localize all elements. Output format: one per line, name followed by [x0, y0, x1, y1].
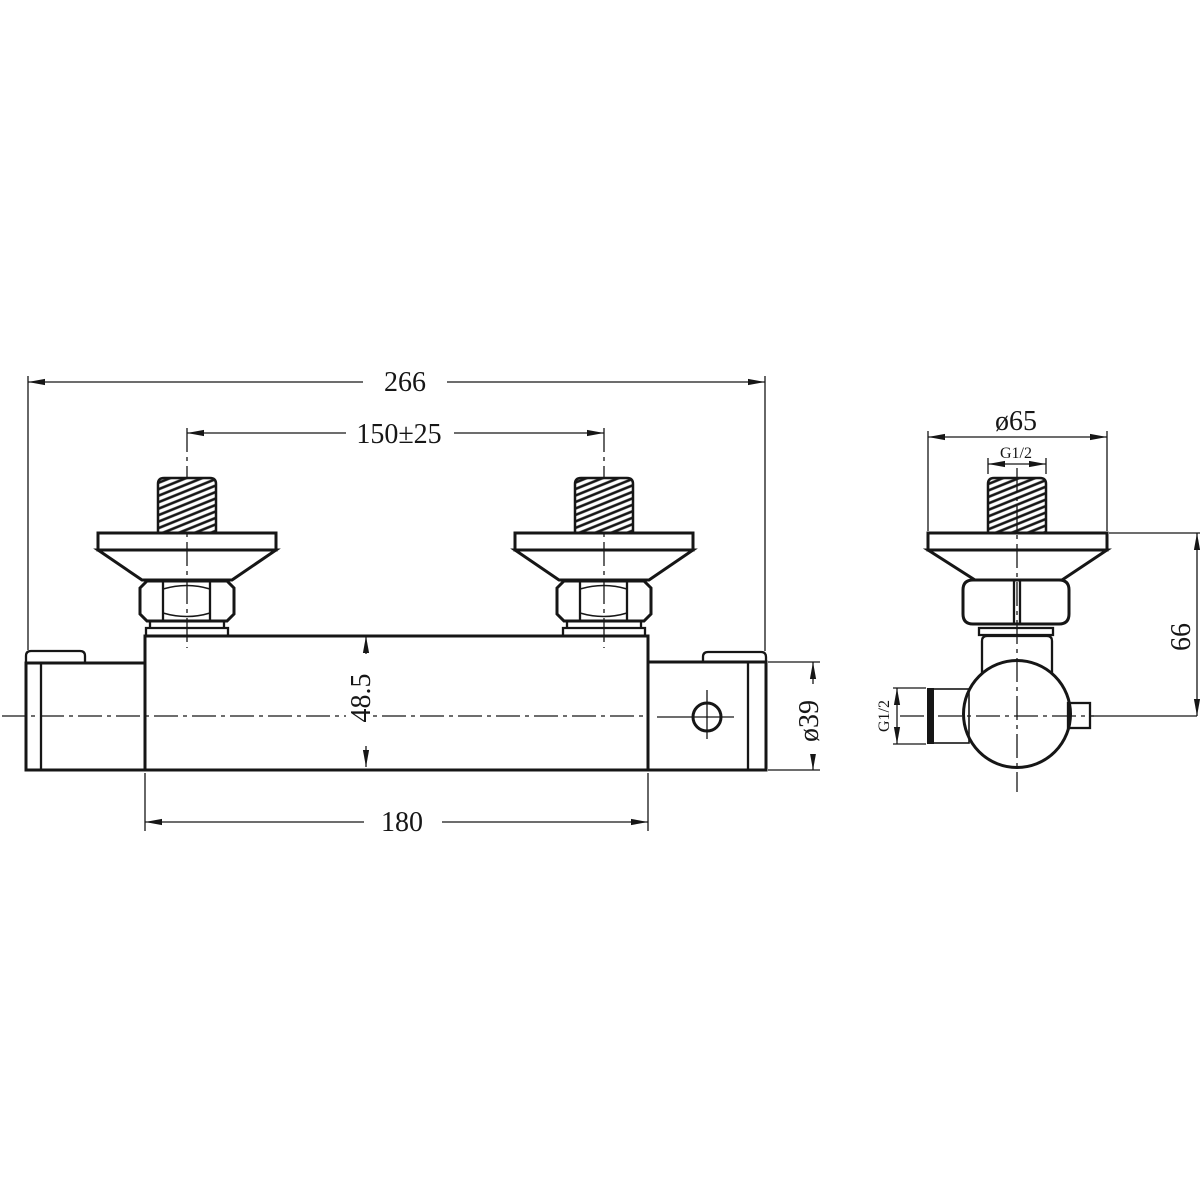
left-inlet-threaded-stud — [156, 476, 218, 535]
right-inlet-nut-facets — [578, 579, 629, 623]
dim-180-text-gap — [364, 808, 442, 835]
dim-266-text-gap — [363, 368, 447, 395]
dim-66-extension-lines — [1090, 532, 1200, 717]
left-inlet-nut-facets — [161, 579, 212, 623]
left-inlet-flange — [93, 531, 281, 582]
side-view: ø65 G1/2 66 G1/2 — [876, 406, 1200, 792]
left-inlet-assembly — [93, 428, 281, 648]
side-threaded-stud — [986, 476, 1048, 535]
front-view: 266 150±25 48.5 180 ø39 — [2, 367, 825, 838]
dim-65-extension-lines — [927, 431, 1108, 531]
dim-body-diameter: 48.5 — [346, 636, 377, 767]
dim-150-text-gap — [346, 420, 454, 446]
dim-outlet-thread: G1/2 — [876, 687, 926, 745]
left-inlet-nut — [138, 579, 236, 623]
dim-body-diameter-text: 48.5 — [346, 674, 377, 723]
dim-end-cap-diameter-text: ø39 — [794, 700, 825, 742]
right-inlet-washers — [561, 619, 647, 638]
dim-outlet-height-text: 66 — [1166, 623, 1197, 651]
dim-body-length-text: 180 — [381, 807, 423, 838]
valve-body — [143, 634, 650, 772]
right-knob — [646, 660, 768, 772]
side-nut-facet-lines — [1012, 579, 1022, 625]
dim-outlet-height: 66 — [1090, 532, 1200, 717]
dim-outlet-thread-text: G1/2 — [876, 700, 893, 732]
side-washer — [977, 626, 1055, 637]
left-knob-lip — [24, 649, 87, 665]
right-knob-lip — [701, 650, 768, 664]
dim-body-length: 180 — [144, 773, 649, 838]
dim-end-cap-diameter: ø39 — [768, 661, 825, 771]
right-inlet-nut-chamfer-arcs — [579, 584, 628, 618]
right-inlet-assembly — [510, 428, 698, 648]
dim-inlet-spacing: 150±25 — [187, 419, 604, 450]
left-inlet-nut-chamfer-arcs — [162, 584, 211, 618]
dim-overall-width-text: 266 — [384, 367, 426, 398]
right-inlet-flange — [510, 531, 698, 582]
right-knob-hole-crosshair — [657, 690, 734, 739]
dim-39-text-gap — [794, 684, 820, 754]
dim-inlet-thread: G1/2 — [987, 445, 1047, 474]
side-nut — [961, 578, 1071, 626]
right-inlet-threaded-stud — [573, 476, 635, 535]
dim-48-text-gap — [346, 654, 372, 746]
dim-flange-diameter-text: ø65 — [995, 406, 1037, 437]
dim-inlet-thread-text: G1/2 — [1000, 445, 1032, 462]
left-inlet-washers — [144, 619, 230, 638]
dim-flange-diameter: ø65 — [927, 406, 1108, 531]
dim-inlet-spacing-text: 150±25 — [356, 419, 441, 450]
right-inlet-nut — [555, 579, 653, 623]
dim-266-extension-lines — [27, 376, 766, 651]
dim-overall-width: 266 — [27, 367, 766, 651]
